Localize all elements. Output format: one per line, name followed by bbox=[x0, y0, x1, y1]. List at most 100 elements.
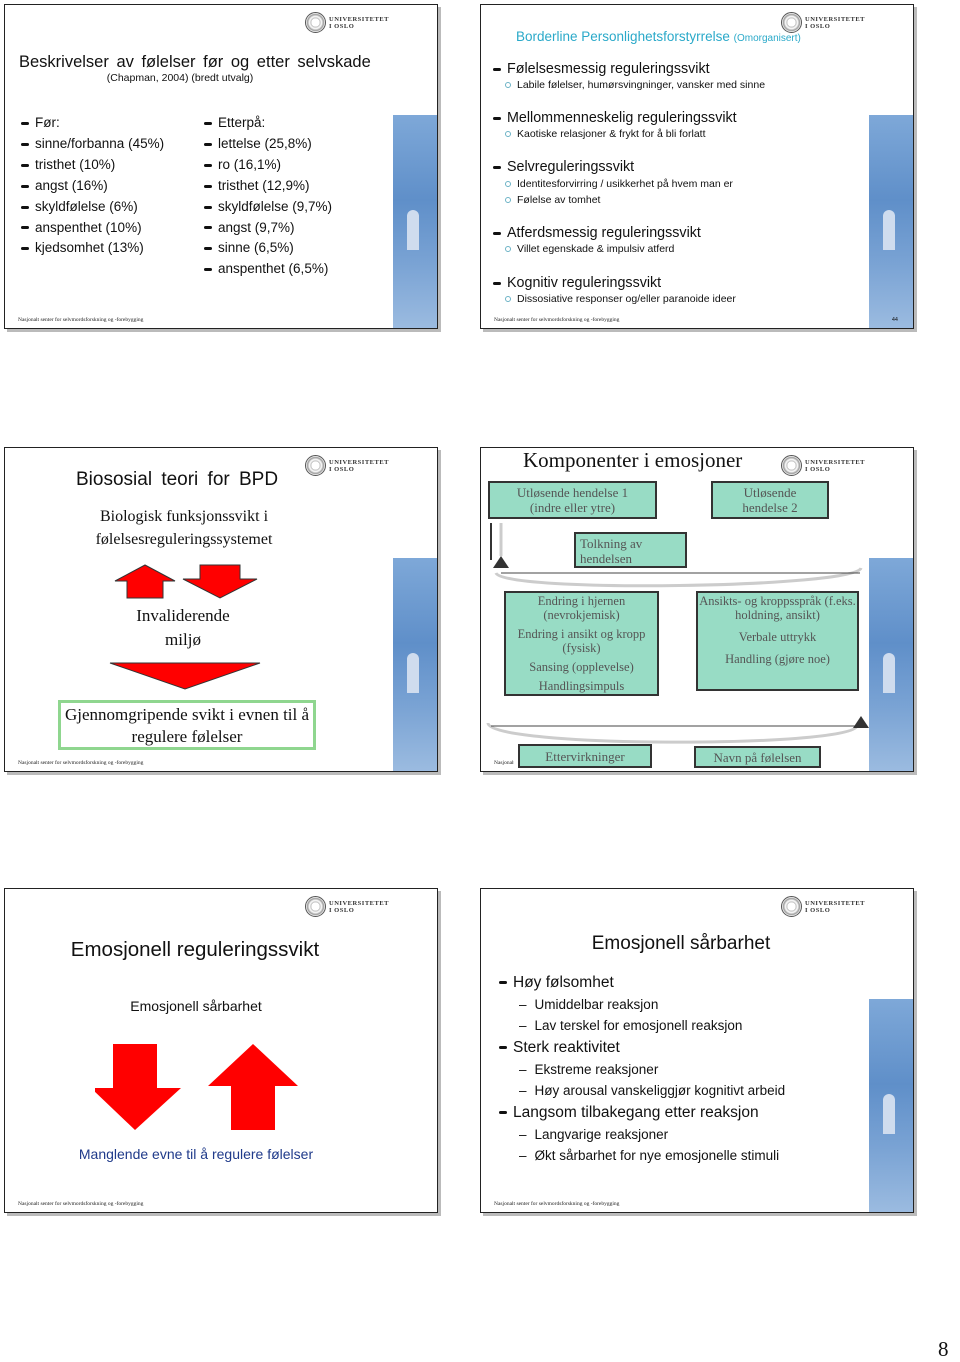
logo-text: UNIVERSITETET I OSLO bbox=[805, 458, 865, 473]
logo-text: UNIVERSITETET I OSLO bbox=[329, 458, 389, 473]
slide-footer: Nasjonalt senter for selvmordsforskning … bbox=[494, 760, 514, 766]
section-heading: Selvreguleringssvikt bbox=[493, 159, 765, 176]
list-group: Sterk reaktivitet Ekstreme reaksjoner Hø… bbox=[499, 1036, 785, 1101]
list-item: lettelse (25,8%) bbox=[204, 134, 332, 155]
university-logo: UNIVERSITETET I OSLO bbox=[305, 12, 389, 33]
university-logo: UNIVERSITETET I OSLO bbox=[305, 455, 389, 476]
vulnerability-list: Høy følsomhet Umiddelbar reaksjon Lav te… bbox=[499, 971, 785, 1166]
slide-footer: Nasjonalt senter for selvmordsforskning … bbox=[494, 317, 620, 323]
inner-item: Endring i ansikt og kropp (fysisk) bbox=[517, 627, 646, 655]
list-item: Etterpå: bbox=[204, 113, 332, 134]
list-item: anspenthet (6,5%) bbox=[204, 259, 332, 280]
slide-title: Beskrivelser av følelser før og etter se… bbox=[19, 53, 371, 71]
list-item: ro (16,1%) bbox=[204, 155, 332, 176]
slide-emotion-components: UNIVERSITETET I OSLO Komponenter i emosj… bbox=[480, 447, 914, 772]
logo-text: UNIVERSITETET I OSLO bbox=[805, 899, 865, 914]
list-item: sinne/forbanna (45%) bbox=[21, 134, 164, 155]
slide-footer: Nasjonalt senter for selvmordsforskning … bbox=[18, 760, 144, 766]
bottom-factor: Manglende evne til å regulere følelser bbox=[78, 1146, 314, 1162]
slide-emotional-vulnerability: UNIVERSITETET I OSLO Emosjonell sårbarhe… bbox=[480, 888, 914, 1213]
section-heading: Følelsesmessig reguleringssvikt bbox=[493, 61, 765, 78]
environment-factor: Invaliderende miljø bbox=[136, 606, 230, 649]
section-list: Følelsesmessig reguleringssvikt Labile f… bbox=[493, 61, 765, 306]
decorative-photo-strip bbox=[869, 115, 913, 328]
list-subitem: Umiddelbar reaksjon bbox=[519, 994, 785, 1015]
list-item: tristhet (10%) bbox=[21, 155, 164, 176]
list-item: skyldfølelse (9,7%) bbox=[204, 197, 332, 218]
section-item: Labile følelser, humørsvingninger, vansk… bbox=[505, 78, 765, 92]
list-group: Langsom tilbakegang etter reaksjon Langv… bbox=[499, 1101, 785, 1166]
list-item: Høy følsomhet bbox=[499, 971, 785, 994]
arrows-bio bbox=[114, 564, 258, 599]
decorative-photo-strip bbox=[869, 999, 913, 1212]
slide-title: Borderline Personlighetsforstyrrelse (Om… bbox=[516, 29, 801, 44]
list-item: angst (9,7%) bbox=[204, 218, 332, 239]
section-item: Dissosiative responser og/eller paranoid… bbox=[505, 292, 765, 306]
downward-triangle-icon bbox=[109, 662, 261, 690]
section: Følelsesmessig reguleringssvikt Labile f… bbox=[493, 61, 765, 110]
outer-item: Handling (gjøre noe) bbox=[725, 652, 830, 666]
slide-footer: Nasjonalt senter for selvmordsforskning … bbox=[494, 1201, 620, 1207]
university-seal-icon bbox=[781, 455, 803, 476]
up-arrow bbox=[114, 564, 176, 599]
list-item: Før: bbox=[21, 113, 164, 134]
decorative-photo-strip bbox=[869, 558, 913, 771]
decorative-photo-strip bbox=[393, 558, 437, 771]
section: Selvreguleringssvikt Identitesforvirring… bbox=[493, 159, 765, 225]
decorative-photo-strip bbox=[393, 115, 437, 328]
outer-item: Verbale uttrykk bbox=[738, 630, 817, 644]
emotion-name-box: Navn på følelsen bbox=[694, 746, 821, 768]
list-subitem: Ekstreme reaksjoner bbox=[519, 1059, 785, 1080]
inner-item: Sansing (opplevelse) bbox=[529, 660, 634, 674]
slide-emotion-dysregulation: UNIVERSITETET I OSLO Emosjonell reguleri… bbox=[4, 888, 438, 1213]
slide-page-number: 44 bbox=[891, 317, 898, 323]
down-arrow bbox=[182, 564, 258, 599]
slide-subtitle: (Chapman, 2004) (bredt utvalg) bbox=[106, 72, 254, 84]
section-item: Identitesforvirring / usikkerhet på hvem… bbox=[505, 176, 765, 192]
title-tag: (Omorganisert) bbox=[733, 33, 801, 44]
section-heading: Atferdsmessig reguleringssvikt bbox=[493, 225, 765, 242]
university-seal-icon bbox=[305, 12, 327, 33]
inner-item: Endring i hjernen (nevrokjemisk) bbox=[537, 594, 626, 622]
list-item: anspenthet (10%) bbox=[21, 218, 164, 239]
slide-title: Komponenter i emosjoner bbox=[523, 448, 743, 472]
biological-factor: Biologisk funksjonssvikt i følelsesregul… bbox=[95, 508, 273, 548]
inner-item: Handlingsimpuls bbox=[538, 679, 625, 693]
list-subitem: Høy arousal vanskeliggjør kognitivt arbe… bbox=[519, 1080, 786, 1101]
university-logo: UNIVERSITETET I OSLO bbox=[781, 455, 865, 476]
flow-arrows bbox=[486, 523, 869, 744]
section-item: Følelse av tomhet bbox=[505, 192, 765, 208]
after-list: Etterpå: lettelse (25,8%) ro (16,1%) tri… bbox=[204, 113, 332, 280]
logo-text: UNIVERSITETET I OSLO bbox=[329, 899, 389, 914]
list-group: Høy følsomhet Umiddelbar reaksjon Lav te… bbox=[499, 971, 785, 1036]
university-seal-icon bbox=[305, 455, 327, 476]
list-subitem: Økt sårbarhet for nye emosjonelle stimul… bbox=[519, 1145, 785, 1166]
title-main: Borderline Personlighetsforstyrrelse bbox=[516, 29, 730, 44]
university-seal-icon bbox=[305, 896, 327, 917]
slide-footer: Nasjonalt senter for selvmordsforskning … bbox=[18, 317, 144, 323]
up-arrow bbox=[208, 1044, 298, 1130]
down-arrow bbox=[95, 1044, 181, 1130]
section: Atferdsmessig reguleringssvikt Villet eg… bbox=[493, 225, 765, 275]
slide-footer: Nasjonalt senter for selvmordsforskning … bbox=[18, 1201, 144, 1207]
list-item: Langsom tilbakegang etter reaksjon bbox=[499, 1101, 785, 1124]
aftereffects-box: Ettervirkninger bbox=[518, 744, 652, 768]
university-seal-icon bbox=[781, 896, 803, 917]
list-subitem: Langvarige reaksjoner bbox=[519, 1124, 785, 1145]
slide-feelings-before-after: UNIVERSITETET I OSLO Beskrivelser av føl… bbox=[4, 4, 438, 329]
slide-title: Emosjonell sårbarhet bbox=[591, 933, 771, 954]
university-logo: UNIVERSITETET I OSLO bbox=[781, 896, 865, 917]
inner-changes-box: Endring i hjernen (nevrokjemisk) Endring… bbox=[504, 591, 659, 696]
section: Kognitiv reguleringssvikt Dissosiative r… bbox=[493, 275, 765, 306]
logo-text: UNIVERSITETET I OSLO bbox=[805, 15, 865, 30]
section-item: Villet egenskade & impulsiv atferd bbox=[505, 242, 765, 256]
list-item: sinne (6,5%) bbox=[204, 238, 332, 259]
section-heading: Mellommenneskelig reguleringssvikt bbox=[493, 110, 765, 127]
outer-expression-box: Ansikts- og kroppsspråk (f.eks. holdning… bbox=[696, 591, 859, 691]
list-item: tristhet (12,9%) bbox=[204, 176, 332, 197]
slide-title: Emosjonell reguleringssvikt bbox=[70, 938, 320, 961]
outer-item: Ansikts- og kroppsspråk (f.eks. holdning… bbox=[699, 594, 856, 622]
section: Mellommenneskelig reguleringssvikt Kaoti… bbox=[493, 110, 765, 159]
event-1-box: Utløsende hendelse 1 (indre eller ytre) bbox=[488, 481, 657, 519]
event-2-box: Utløsende hendelse 2 bbox=[711, 481, 829, 519]
